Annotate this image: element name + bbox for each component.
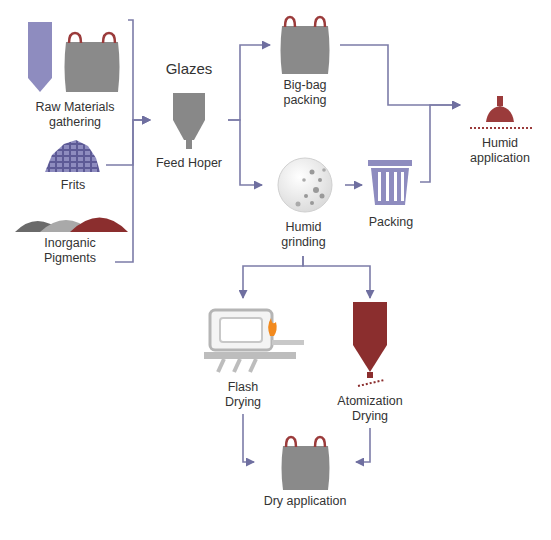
process-node: Packing bbox=[362, 157, 420, 233]
spray-dryer-icon bbox=[353, 302, 387, 386]
flow-arrow bbox=[356, 428, 370, 462]
raw-materials-icon bbox=[28, 22, 120, 92]
flow-arrow bbox=[106, 120, 150, 165]
spray-bell-icon bbox=[470, 96, 532, 128]
grinding-mill-icon bbox=[278, 158, 332, 212]
flow-arrow bbox=[420, 105, 460, 182]
process-node: Frits bbox=[40, 136, 106, 198]
process-node: Big-bag packing bbox=[270, 12, 340, 110]
process-node: Atomization Drying bbox=[330, 298, 410, 428]
packing-bin-icon bbox=[368, 160, 412, 205]
process-node: Humid grinding bbox=[262, 152, 345, 256]
node-label: Humid grinding bbox=[262, 220, 345, 250]
frits-icon bbox=[45, 140, 100, 172]
pigments-icon bbox=[15, 218, 128, 233]
process-node: GlazesFeed Hoper bbox=[150, 60, 228, 174]
node-label: Inorganic Pigments bbox=[25, 236, 115, 266]
process-node: Raw Materials gathering bbox=[22, 16, 128, 132]
node-label: Feed Hoper bbox=[150, 156, 228, 171]
node-label: Frits bbox=[40, 178, 106, 193]
process-node: Humid application bbox=[460, 92, 540, 168]
flow-arrow bbox=[345, 184, 362, 186]
process-node: Flash Drying bbox=[208, 298, 278, 414]
node-label: Atomization Drying bbox=[330, 394, 410, 424]
group-heading: Glazes bbox=[150, 60, 228, 78]
flow-arrow bbox=[340, 45, 460, 105]
flow-arrow bbox=[243, 414, 254, 462]
flash-dryer-icon bbox=[204, 310, 304, 372]
node-label: Flash Drying bbox=[208, 380, 278, 410]
node-label: Humid application bbox=[460, 136, 540, 166]
node-label: Dry application bbox=[254, 494, 356, 509]
big-bag-icon bbox=[281, 17, 330, 74]
flow-arrow bbox=[228, 45, 270, 120]
flow-arrow bbox=[303, 256, 370, 298]
flow-arrow bbox=[228, 120, 262, 185]
flow-arrow bbox=[115, 120, 150, 262]
flow-arrow bbox=[243, 256, 303, 298]
node-label: Raw Materials gathering bbox=[22, 100, 128, 130]
feed-hopper-icon bbox=[173, 93, 205, 149]
process-node: Inorganic Pigments bbox=[25, 210, 115, 268]
node-label: Packing bbox=[362, 215, 420, 230]
flow-arrow bbox=[128, 20, 150, 120]
big-bag-icon bbox=[282, 437, 330, 490]
node-label: Big-bag packing bbox=[270, 78, 340, 108]
process-node: Dry application bbox=[254, 432, 356, 514]
